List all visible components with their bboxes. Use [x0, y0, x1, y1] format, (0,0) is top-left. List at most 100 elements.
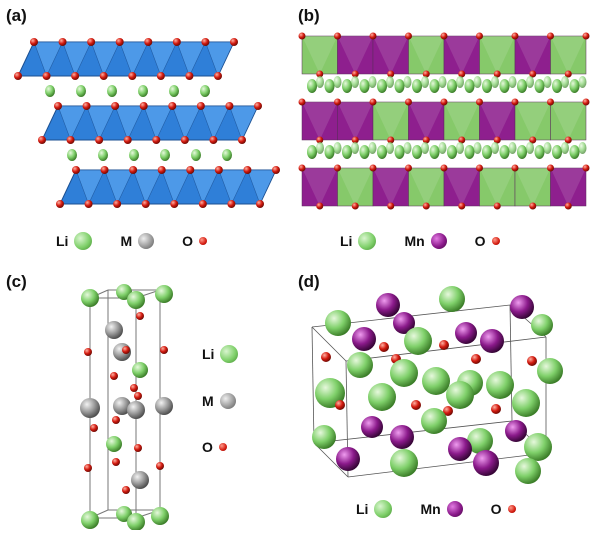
o-ball-icon	[507, 505, 516, 513]
oxygen-atom	[471, 354, 481, 364]
lithium-atom	[534, 79, 545, 93]
oxygen-atom	[529, 70, 537, 78]
oxygen-atom	[458, 136, 466, 144]
oxygen-atom	[547, 164, 554, 172]
lithium-atom	[45, 85, 55, 97]
octahedron	[479, 35, 516, 75]
oxygen-atom	[564, 70, 572, 78]
octahedron	[337, 167, 374, 207]
panel-b-structure	[298, 32, 590, 210]
oxygen-atom	[227, 200, 236, 208]
panel-c-legend: Li M O	[202, 345, 239, 485]
panel-c-label: (c)	[6, 272, 27, 291]
panel-a-legend: Li M O	[56, 232, 235, 250]
oxygen-atom	[582, 32, 590, 40]
oxygen-atom	[230, 38, 238, 46]
octahedron-face	[104, 169, 134, 205]
oxygen-atom	[115, 38, 124, 46]
oxygen-atom	[84, 200, 93, 208]
oxygen-atom	[180, 136, 189, 144]
oxygen-atom	[134, 392, 142, 400]
manganese-atom	[376, 293, 400, 317]
oxygen-atom	[157, 166, 166, 174]
lithium-atom	[351, 142, 359, 154]
oxygen-atom	[141, 200, 150, 208]
manganese-atom	[393, 312, 415, 334]
octahedron-face	[204, 41, 235, 77]
lithium-atom	[324, 145, 335, 159]
oxygen-atom	[440, 164, 448, 172]
lithium-atom	[482, 145, 492, 159]
o-ball-icon	[491, 237, 500, 245]
octahedron-face	[408, 168, 444, 206]
octahedron-face	[408, 102, 444, 140]
octahedron-face	[515, 36, 551, 74]
lithium-atom	[543, 76, 552, 88]
oxygen-atom	[196, 102, 205, 110]
lithium-atom	[412, 145, 422, 159]
metal-atom	[113, 397, 131, 415]
oxygen-atom	[491, 404, 501, 414]
cell-edge	[311, 326, 315, 444]
oxygen-atom	[238, 136, 246, 144]
oxygen-atom	[82, 102, 91, 110]
lithium-atom	[421, 142, 429, 154]
oxygen-atom	[458, 70, 466, 78]
oxygen-atom	[256, 200, 264, 208]
oxygen-atom	[128, 72, 137, 80]
octahedron	[337, 35, 374, 75]
octahedron-face	[515, 168, 551, 206]
legend-mn-label: Mn	[404, 233, 425, 249]
oxygen-atom	[54, 102, 62, 110]
octahedron-face	[171, 105, 202, 141]
legend-li-label: Li	[356, 501, 369, 517]
lithium-atom	[438, 76, 447, 88]
oxygen-atom	[316, 202, 324, 210]
lithium-atom	[467, 428, 493, 454]
oxygen-atom	[335, 400, 345, 410]
octahedron-face	[479, 36, 515, 74]
lithium-atom	[447, 145, 457, 159]
o-ball-icon	[218, 443, 227, 451]
octahedron-face	[444, 102, 480, 140]
lithium-atom	[324, 79, 335, 93]
lithium-atom	[98, 149, 108, 161]
oxygen-atom	[351, 202, 359, 210]
lithium-atom	[386, 142, 394, 154]
manganese-atom	[480, 329, 504, 353]
lithium-atom	[464, 145, 475, 159]
lithium-atom	[67, 149, 77, 161]
manganese-atom	[473, 450, 499, 476]
oxygen-atom	[439, 340, 449, 350]
octahedron	[372, 35, 409, 75]
lithium-atom	[307, 145, 317, 159]
lithium-atom	[368, 76, 377, 88]
octahedron-face	[515, 102, 551, 140]
octahedron-face	[302, 36, 338, 74]
octahedron-face	[200, 105, 230, 141]
oxygen-atom	[547, 32, 554, 40]
lithium-atom	[386, 76, 394, 88]
lithium-atom	[404, 327, 432, 355]
oxygen-atom	[112, 416, 120, 424]
lithium-atom	[347, 352, 373, 378]
oxygen-atom	[185, 72, 194, 80]
oxygen-atom	[111, 102, 120, 110]
lithium-atom	[429, 145, 440, 159]
oxygen-atom	[511, 32, 519, 40]
lithium-atom	[552, 145, 562, 159]
legend-m-label: M	[120, 233, 133, 249]
oxygen-atom	[122, 486, 130, 494]
lithium-atom	[524, 433, 552, 461]
lithium-atom	[129, 149, 139, 161]
lithium-atom	[561, 76, 569, 88]
oxygen-atom	[458, 202, 466, 210]
oxygen-atom	[334, 98, 341, 106]
oxygen-atom	[582, 98, 590, 106]
manganese-atom	[361, 416, 383, 438]
oxygen-atom	[225, 102, 234, 110]
oxygen-atom	[422, 202, 430, 210]
panel-b-legend: Li Mn O	[340, 232, 528, 250]
octahedron	[550, 101, 587, 141]
metal-atom	[105, 321, 123, 339]
